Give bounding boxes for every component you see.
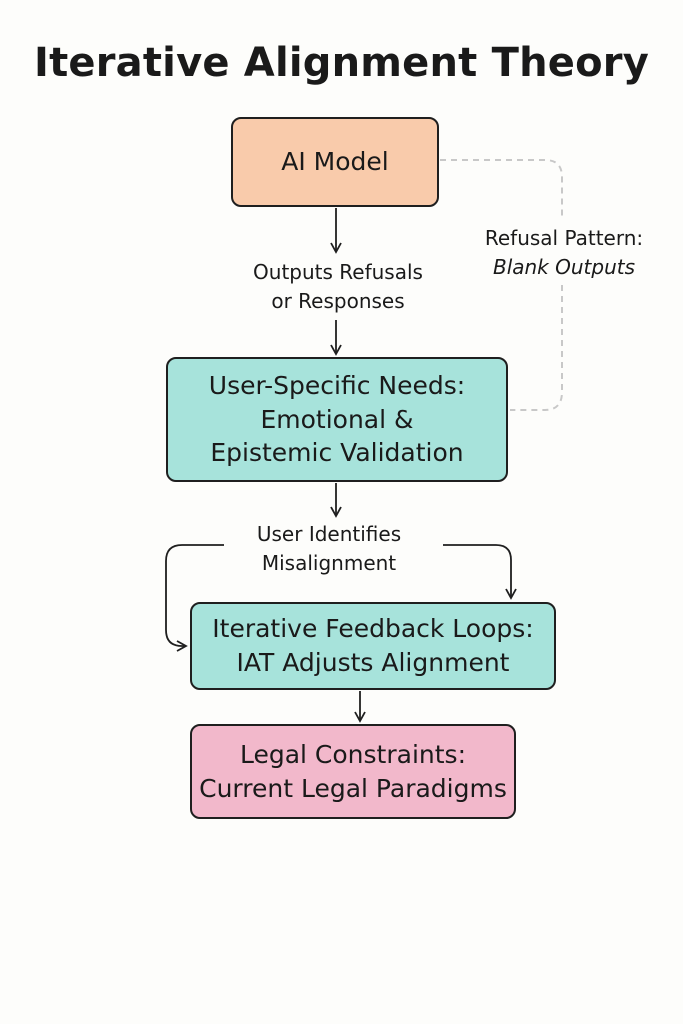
node-feedback-line-2: IAT Adjusts Alignment	[236, 648, 510, 677]
edge-misalignment-left-loop	[165, 544, 224, 652]
node-user-needs-line-3: Epistemic Validation	[210, 438, 464, 468]
node-user-needs-line-2: Emotional &	[260, 404, 414, 434]
edge-label-outputs-line-2: or Responses	[271, 289, 405, 313]
edge-label-misalignment-line-2: Misalignment	[261, 551, 397, 575]
edge-label-refusal-pattern: Refusal Pattern: Blank Outputs	[472, 224, 656, 282]
node-user-specific-needs: User-Specific Needs: Emotional & Epistem…	[166, 357, 508, 482]
edge-refusal-pattern	[440, 159, 563, 411]
diagram-title: Iterative Alignment Theory	[33, 40, 649, 86]
node-iterative-feedback-loops: Iterative Feedback Loops: IAT Adjusts Al…	[190, 602, 556, 690]
edge-label-outputs: Outputs Refusals or Responses	[238, 258, 438, 316]
edge-label-outputs-line-1: Outputs Refusals	[253, 260, 423, 284]
edge-label-misalignment-line-1: User Identifies	[256, 522, 402, 546]
node-legal-line-1: Legal Constraints:	[239, 739, 466, 769]
edge-label-refusal-line-2: Blank Outputs	[492, 255, 636, 279]
node-user-needs-line-1: User-Specific Needs:	[208, 370, 466, 400]
node-feedback-line-1: Iterative Feedback Loops:	[212, 614, 534, 644]
node-ai-model: AI Model	[231, 117, 439, 207]
edge-label-refusal-line-1: Refusal Pattern:	[484, 226, 644, 250]
edge-label-misalignment: User Identifies Misalignment	[226, 520, 432, 578]
node-legal-line-2: Current Legal Paradigms	[199, 773, 507, 803]
node-ai-model-text: AI Model	[281, 147, 389, 177]
node-legal-constraints: Legal Constraints: Current Legal Paradig…	[190, 724, 516, 819]
edge-misalignment-right-loop	[443, 544, 517, 600]
